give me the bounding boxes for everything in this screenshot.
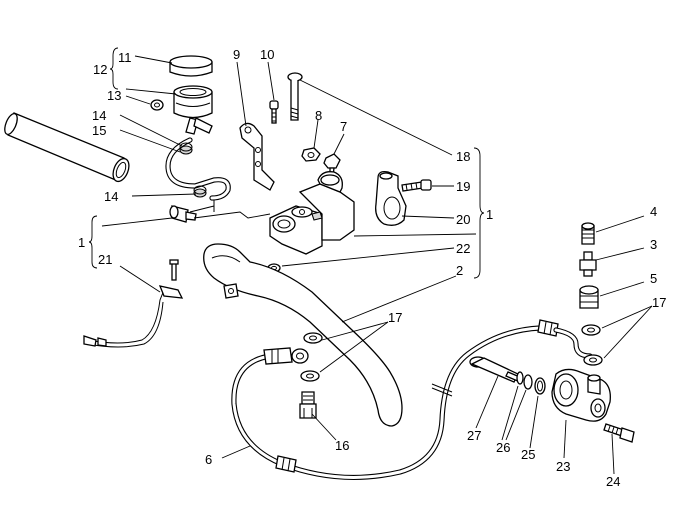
callout-14-top: 14 — [92, 108, 106, 123]
callout-27: 27 — [467, 428, 481, 443]
callout-18: 18 — [456, 149, 470, 164]
reservoir-washer — [150, 99, 164, 111]
hose-collar-lower — [275, 455, 297, 473]
reservoir-hose — [165, 137, 231, 201]
callout-14-bottom: 14 — [104, 189, 118, 204]
flange-nut — [301, 147, 321, 162]
bracket-screw — [269, 100, 279, 124]
clamp-screw — [401, 179, 432, 192]
callout-9: 9 — [233, 47, 240, 62]
callout-8: 8 — [315, 108, 322, 123]
callout-17-right: 17 — [652, 295, 666, 310]
callout-25: 25 — [521, 447, 535, 462]
callout-26: 26 — [496, 440, 510, 455]
clutch-lever — [203, 243, 403, 427]
mounting-bracket — [239, 122, 275, 191]
seal-ring — [534, 377, 546, 395]
callout-1-left: 1 — [78, 235, 85, 250]
o-ring-small — [516, 371, 524, 385]
reservoir-cap — [169, 55, 213, 77]
callout-20: 20 — [456, 212, 470, 227]
clutch-hose — [231, 325, 543, 481]
hose-banjo-right — [537, 319, 593, 359]
callout-3: 3 — [650, 237, 657, 252]
callout-12: 12 — [93, 62, 107, 77]
callout-23: 23 — [556, 459, 570, 474]
callout-11: 11 — [118, 50, 132, 65]
bleed-valve-cap — [581, 222, 595, 245]
hose-fitting-lower — [169, 200, 215, 223]
master-cylinder-body — [269, 171, 355, 255]
callout-6: 6 — [205, 452, 212, 467]
leader-lines — [88, 47, 653, 475]
callout-4: 4 — [650, 204, 657, 219]
bleed-screw-fitting — [579, 285, 599, 309]
bleed-valve — [579, 251, 597, 277]
right-washer-upper — [581, 324, 601, 336]
callout-1-right: 1 — [486, 207, 493, 222]
lever-pivot-bolt — [287, 72, 303, 121]
callout-13: 13 — [107, 88, 121, 103]
callout-24: 24 — [606, 474, 620, 489]
o-ring-large — [523, 374, 533, 390]
callout-5: 5 — [650, 271, 657, 286]
callout-15: 15 — [92, 123, 106, 138]
hose-banjo-upper — [263, 347, 309, 365]
lever-switch — [83, 259, 184, 348]
callout-19: 19 — [456, 179, 470, 194]
callout-10: 10 — [260, 47, 274, 62]
callout-7: 7 — [340, 119, 347, 134]
banjo-bolt — [299, 391, 317, 419]
hose-clamp-upper — [179, 142, 193, 155]
callout-22: 22 — [456, 241, 470, 256]
handlebar-clamp — [375, 170, 407, 226]
fluid-reservoir — [173, 85, 213, 135]
callout-21: 21 — [98, 252, 112, 267]
push-rod — [469, 356, 523, 383]
sealing-washer-lower — [300, 370, 320, 382]
callout-2: 2 — [456, 263, 463, 278]
right-washer-lower — [583, 354, 603, 366]
slave-cylinder-screw — [603, 423, 635, 443]
handlebar-tube — [4, 112, 130, 183]
callout-16: 16 — [335, 438, 349, 453]
sealing-washer-upper — [303, 332, 323, 344]
hose-clamp-lower — [193, 185, 207, 198]
callout-labels: 11 12 13 14 15 14 1 21 9 10 8 7 18 19 1 … — [78, 47, 666, 489]
slave-cylinder — [551, 368, 611, 422]
callout-17-center: 17 — [388, 310, 402, 325]
